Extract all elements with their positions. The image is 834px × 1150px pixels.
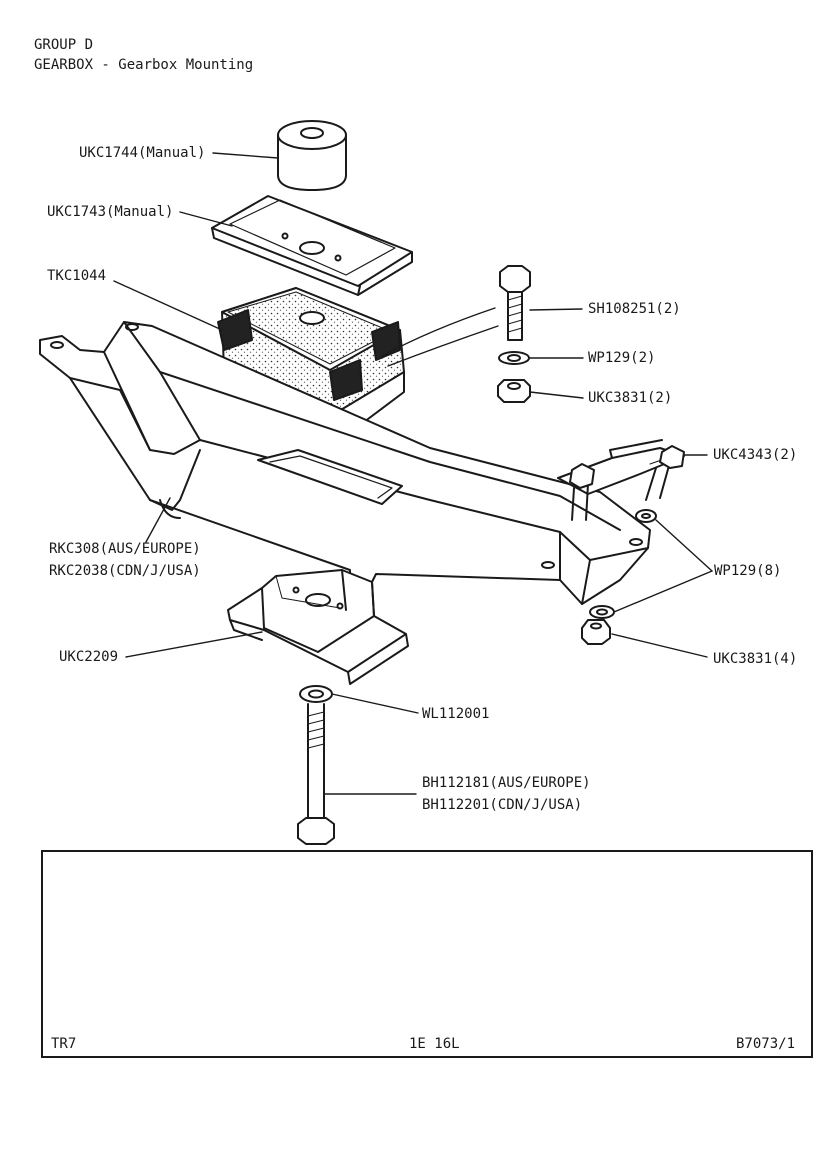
callout-tkc1044: TKC1044: [47, 268, 107, 284]
callout-ukc3831-4: UKC3831(4): [713, 651, 798, 667]
page-code: 1E 16L: [409, 1036, 460, 1052]
long-bolt-part: [297, 703, 335, 845]
callout-bh112201: BH112201(CDN/J/USA): [422, 797, 583, 813]
notes-box: [41, 850, 813, 1058]
model-label: TR7: [51, 1036, 77, 1052]
callout-ukc4343: UKC4343(2): [713, 447, 798, 463]
mounting-plate-part: [211, 195, 413, 296]
callout-wp129-2: WP129(2): [588, 350, 656, 366]
drawing-reference: B7073/1: [736, 1036, 796, 1052]
bolt-part: [499, 265, 531, 341]
callout-sh108251: SH108251(2): [588, 301, 681, 317]
washer-part: [498, 351, 530, 365]
spring-washer-part: [299, 685, 333, 703]
callout-ukc2209: UKC2209: [59, 649, 119, 665]
rubber-block-part: [277, 120, 347, 191]
callout-ukc3831-2: UKC3831(2): [588, 390, 673, 406]
callout-bh112181: BH112181(AUS/EUROPE): [422, 775, 591, 791]
nut-group-part: [581, 619, 611, 645]
nut-part: [497, 379, 531, 403]
callout-wl112001: WL112001: [422, 706, 490, 722]
callout-rkc2038: RKC2038(CDN/J/USA): [49, 563, 201, 579]
leader-lines: [113, 152, 713, 795]
page-title: GEARBOX - Gearbox Mounting: [34, 57, 254, 73]
callout-ukc1744: UKC1744(Manual): [79, 145, 206, 161]
callout-wp129-8: WP129(8): [714, 563, 782, 579]
group-heading: GROUP D: [34, 37, 94, 53]
callout-ukc1743: UKC1743(Manual): [47, 204, 174, 220]
bracket-part: [557, 439, 685, 521]
lower-mount-part: [227, 569, 409, 685]
callout-rkc308: RKC308(AUS/EUROPE): [49, 541, 201, 557]
